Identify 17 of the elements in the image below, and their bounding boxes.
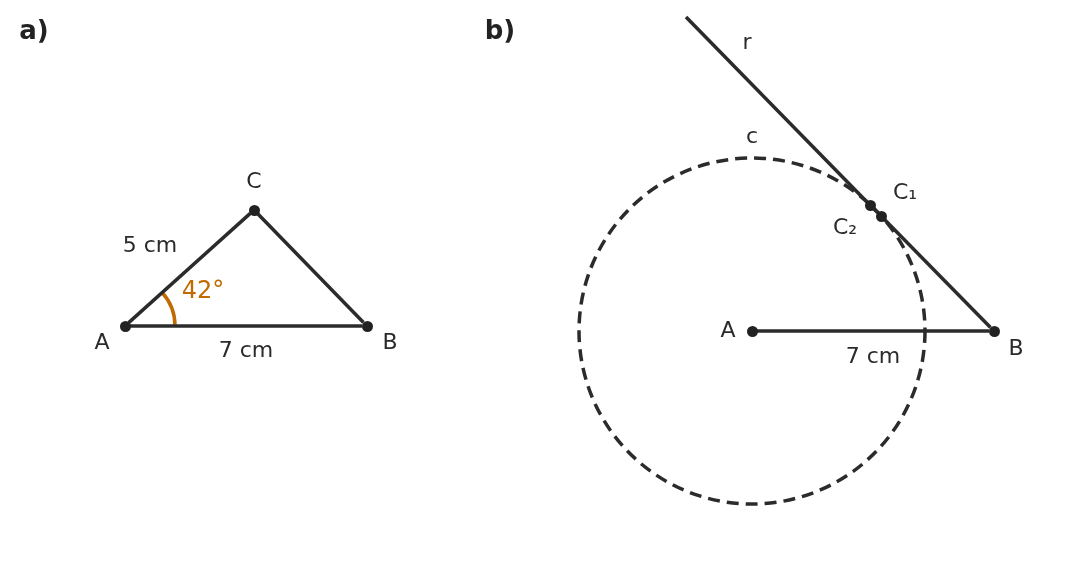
line-segment — [757, 329, 989, 333]
point-label: B — [382, 331, 398, 353]
line-segment — [883, 218, 992, 329]
point-label: A — [94, 331, 110, 353]
line-segment — [684, 15, 868, 203]
line-segment — [127, 212, 252, 324]
circle-label: c — [745, 125, 759, 147]
point-label: B — [1008, 337, 1024, 359]
point-label: C — [246, 170, 262, 192]
point-label: C₁ — [892, 181, 918, 203]
point-label: C₂ — [832, 216, 858, 238]
line-segment — [130, 324, 362, 328]
panel-label: b) — [484, 17, 516, 43]
line-segment — [256, 212, 365, 324]
angle-label: 42° — [181, 278, 225, 302]
point-label: A — [720, 319, 736, 341]
panel-label: a) — [19, 17, 49, 43]
